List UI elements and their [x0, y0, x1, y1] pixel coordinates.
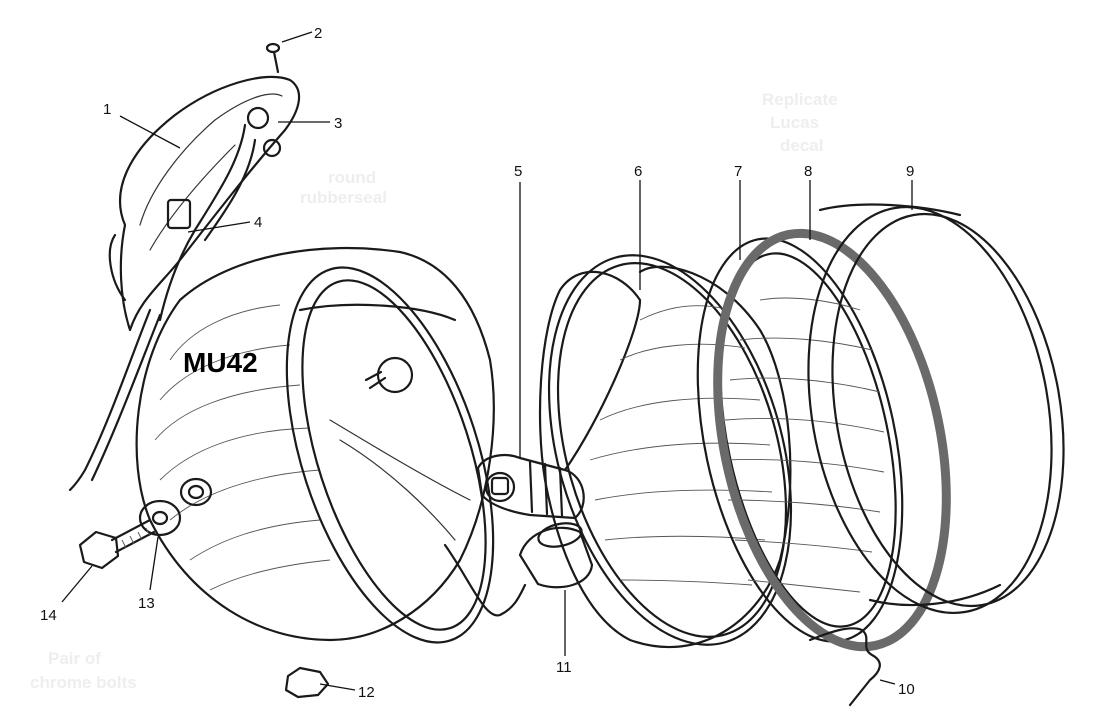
part-2-screw [265, 42, 281, 74]
callout-10: 10 [898, 681, 915, 698]
part-6-reflector [538, 254, 793, 649]
watermark-round-text: round [328, 168, 376, 187]
callout-3: 3 [334, 115, 342, 132]
wire-lead [443, 543, 527, 617]
part-12-clip [284, 666, 330, 699]
part-10-spring-clip [808, 627, 881, 707]
watermark-decal-text: decal [780, 136, 823, 155]
callout-11: 11 [556, 659, 572, 676]
part-13-washer [138, 499, 182, 537]
model-label: MU42 [183, 347, 258, 378]
part-1-mounting-bracket [108, 75, 301, 332]
callout-13: 13 [138, 595, 155, 612]
headlamp-shell-body: MU42 [135, 247, 495, 644]
watermark-chrome-bolts-text: chrome bolts [30, 673, 137, 692]
watermark-pair-of-text: Pair of [48, 649, 101, 668]
callout-1: 1 [103, 101, 111, 118]
watermark-top-center: round rubberseal [300, 168, 387, 207]
part-9-chrome-rim [807, 203, 1065, 615]
cable-lead [68, 308, 152, 492]
watermark-bottom-left: Pair of chrome bolts [30, 649, 137, 692]
leader-lines [61, 31, 913, 691]
callout-12: 12 [358, 684, 375, 701]
part-14-bolt [78, 518, 156, 570]
callout-4: 4 [254, 214, 262, 231]
callout-5: 5 [514, 163, 522, 180]
callout-14: 14 [40, 607, 57, 624]
part-7-lens [696, 237, 904, 643]
part-8-rubber-seal [713, 228, 951, 652]
watermark-lucas-text: Lucas [770, 113, 819, 132]
callout-6: 6 [634, 163, 642, 180]
watermark-replicate-text: Replicate [762, 90, 838, 109]
callout-8: 8 [804, 163, 812, 180]
callout-numbers: 1 2 3 4 5 6 7 8 9 10 11 12 13 14 [40, 25, 915, 701]
callout-2: 2 [314, 25, 322, 42]
callout-7: 7 [734, 163, 742, 180]
watermark-top-right: Replicate Lucas decal [762, 90, 838, 155]
watermark-rubberseal-text: rubberseal [300, 188, 387, 207]
callout-9: 9 [906, 163, 914, 180]
